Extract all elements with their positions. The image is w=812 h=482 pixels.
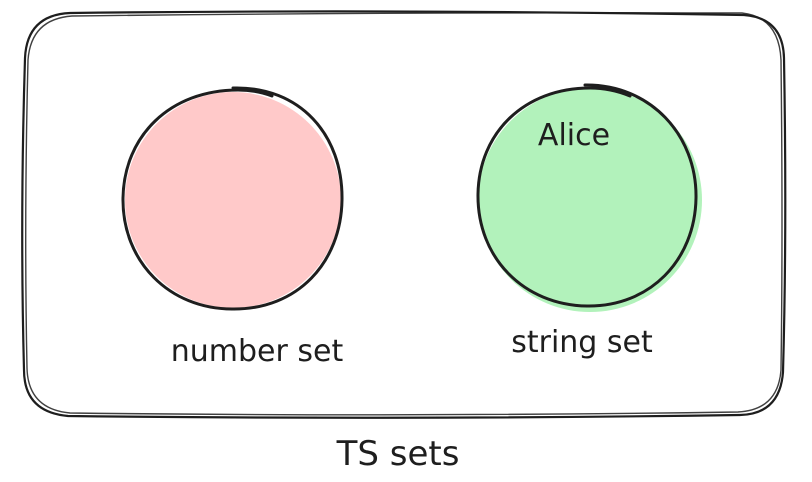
number-set-circle [121,86,344,311]
string-set-member-alice: Alice [538,118,610,153]
string-set-circle [476,83,702,312]
diagram-title: TS sets [336,434,460,474]
string-set-label: string set [511,325,653,360]
container-box [21,10,787,419]
number-set-label: number set [171,334,344,369]
